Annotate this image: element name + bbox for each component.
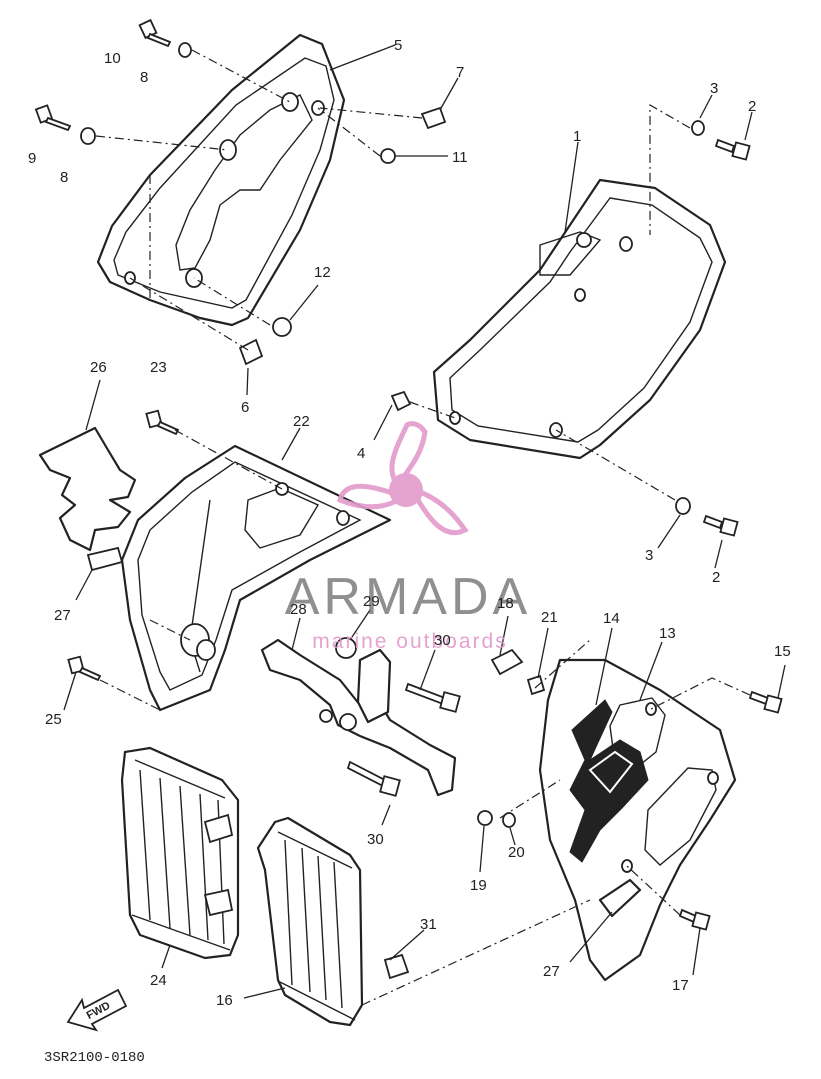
label-plate-left xyxy=(86,546,124,572)
bolt-2-upper xyxy=(714,138,751,161)
callout-17: 17 xyxy=(672,977,689,994)
bracket-18 xyxy=(490,648,524,676)
washer-20 xyxy=(502,812,516,828)
watermark-tagline: marine outboards xyxy=(312,630,507,653)
callout-1: 1 xyxy=(573,128,581,145)
callout-18: 18 xyxy=(497,595,514,612)
washer-11 xyxy=(380,148,396,164)
bolt-25 xyxy=(67,655,102,682)
callout-6: 6 xyxy=(241,399,249,416)
grommet-6 xyxy=(238,338,264,366)
callout-24: 24 xyxy=(150,972,167,989)
callout-30: 30 xyxy=(367,831,384,848)
callout-19: 19 xyxy=(470,877,487,894)
callout-numbers: 10 8 5 7 9 8 11 3 2 1 12 6 26 23 22 4 3 … xyxy=(28,37,791,1009)
leader-lines xyxy=(63,44,786,999)
callout-14: 14 xyxy=(603,610,620,627)
callout-2: 2 xyxy=(748,98,756,115)
bolt-10 xyxy=(138,18,172,48)
callout-27: 27 xyxy=(543,963,560,980)
assembly-lines xyxy=(95,49,751,1006)
diagram-code: 3SR2100-0180 xyxy=(44,1050,145,1066)
radiator-louver-left xyxy=(120,746,240,960)
forward-direction-arrow: FWD xyxy=(66,988,128,1032)
callout-26: 26 xyxy=(90,359,107,376)
bolt-30-upper xyxy=(404,682,461,713)
callout-3: 3 xyxy=(645,547,653,564)
callout-21: 21 xyxy=(541,609,558,626)
callout-27: 27 xyxy=(54,607,71,624)
collar-29 xyxy=(335,637,357,659)
callout-7: 7 xyxy=(456,64,464,81)
bolt-30-lower xyxy=(346,760,401,797)
callout-15: 15 xyxy=(774,643,791,660)
callout-28: 28 xyxy=(290,601,307,618)
callout-13: 13 xyxy=(659,625,676,642)
callout-5: 5 xyxy=(394,37,402,54)
callout-9: 9 xyxy=(28,150,36,167)
washer-8-upper xyxy=(178,42,192,58)
side-cover-right-lower xyxy=(538,658,737,982)
callout-4: 4 xyxy=(357,445,365,462)
grommet-7 xyxy=(420,106,447,130)
clip-31 xyxy=(383,953,410,980)
side-cover-left-middle xyxy=(120,444,392,712)
bracket-stay xyxy=(260,638,457,797)
callout-25: 25 xyxy=(45,711,62,728)
radiator-louver-right xyxy=(256,816,364,1027)
seal-sponge xyxy=(38,426,137,552)
callout-23: 23 xyxy=(150,359,167,376)
bolt-9 xyxy=(34,104,72,132)
washer-3-upper xyxy=(691,120,705,136)
watermark: ARMADA marine outboards xyxy=(285,421,531,653)
callout-10: 10 xyxy=(104,50,121,67)
callout-29: 29 xyxy=(363,593,380,610)
hardware xyxy=(34,18,783,980)
side-cover-right-upper xyxy=(432,178,727,460)
callout-11: 11 xyxy=(452,149,468,166)
callout-8: 8 xyxy=(140,69,148,86)
bolt-23 xyxy=(145,409,180,436)
callout-30: 30 xyxy=(434,632,451,649)
washer-8-lower xyxy=(80,127,96,145)
callout-8: 8 xyxy=(60,169,68,186)
bolt-21 xyxy=(526,674,546,696)
callout-2: 2 xyxy=(712,569,720,586)
watermark-brand: ARMADA xyxy=(285,568,531,626)
callout-31: 31 xyxy=(420,916,437,933)
callout-16: 16 xyxy=(216,992,233,1009)
callout-20: 20 xyxy=(508,844,525,861)
washer-3-lower xyxy=(675,497,691,515)
callout-22: 22 xyxy=(293,413,310,430)
side-cover-left-upper xyxy=(96,33,346,327)
callout-3: 3 xyxy=(710,80,718,97)
bolt-15 xyxy=(748,690,783,714)
callout-12: 12 xyxy=(314,264,331,281)
nut-4 xyxy=(390,390,412,412)
propeller-logo-icon xyxy=(337,421,469,536)
collar-12 xyxy=(272,317,292,337)
screw-19 xyxy=(477,810,493,826)
bolt-17 xyxy=(678,908,711,931)
bolt-2-lower xyxy=(702,514,739,537)
